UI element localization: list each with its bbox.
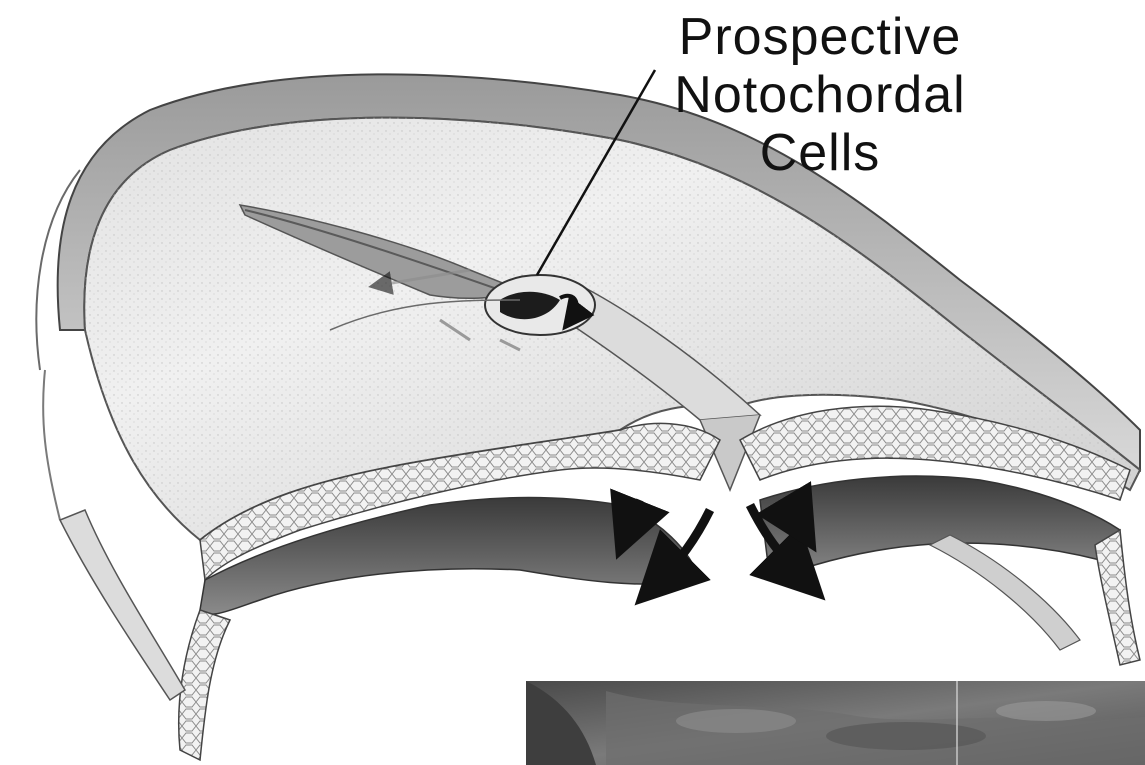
lower-flap-left — [179, 610, 230, 760]
label-line-1: Prospective — [640, 8, 1000, 66]
label-line-2: Notochordal — [640, 66, 1000, 124]
micrograph-image — [526, 681, 1145, 765]
lower-flap-right — [1095, 530, 1140, 665]
annotation-label: Prospective Notochordal Cells — [640, 8, 1000, 182]
label-line-3: Cells — [640, 124, 1000, 182]
micrograph-inset — [526, 681, 1145, 765]
yolk-cavity-right — [760, 476, 1120, 580]
